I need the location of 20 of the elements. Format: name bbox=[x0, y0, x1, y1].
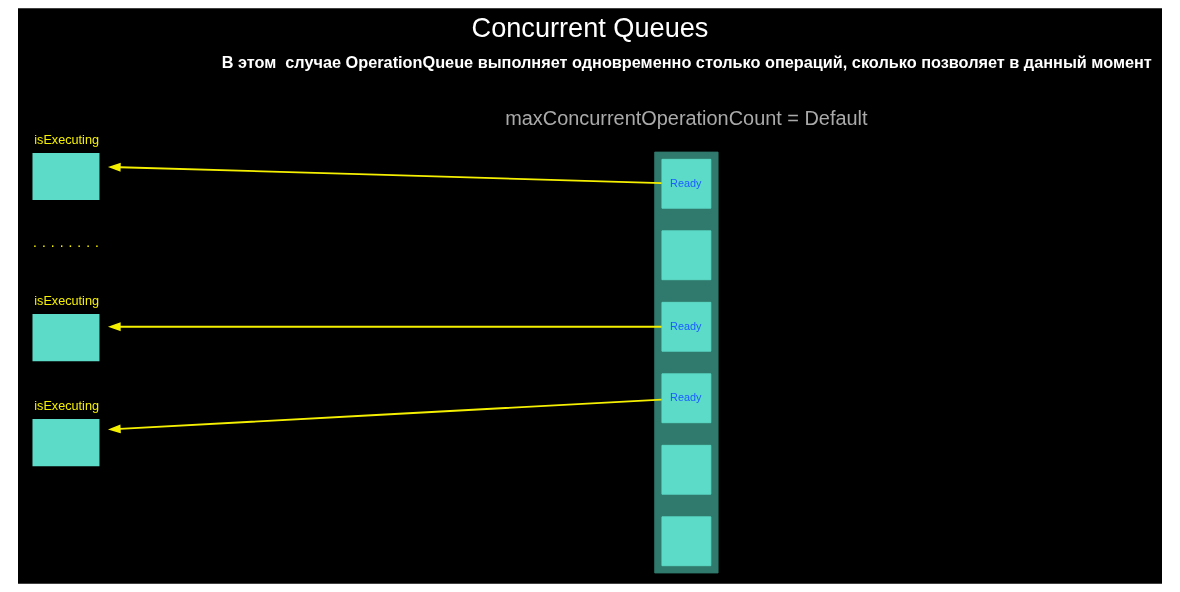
diagram-title: Concurrent Queues bbox=[471, 12, 709, 44]
cluster bbox=[654, 151, 719, 574]
node-label: isExecuting bbox=[34, 294, 100, 309]
arrow bbox=[107, 162, 663, 184]
node-box bbox=[32, 153, 100, 201]
arrow bbox=[107, 398, 663, 434]
node-box: Ready bbox=[661, 373, 712, 424]
node-box bbox=[661, 444, 712, 495]
node-box: Ready bbox=[661, 158, 712, 209]
node-box bbox=[32, 419, 100, 467]
node-box bbox=[661, 230, 712, 281]
label: · · · · · · · · bbox=[32, 236, 100, 253]
label: maxConcurrentOperationCount = Default bbox=[505, 107, 868, 130]
node-box bbox=[32, 314, 100, 362]
node-box: Ready bbox=[661, 301, 712, 352]
node-label: isExecuting bbox=[34, 399, 100, 414]
node-label: isExecuting bbox=[34, 133, 100, 148]
caption: В этом случае OperationQueue выполняет одновременно столько операций, сколько позволяет в данный момент bbox=[221, 53, 1152, 72]
arrow bbox=[107, 322, 663, 332]
node-box bbox=[661, 516, 712, 567]
